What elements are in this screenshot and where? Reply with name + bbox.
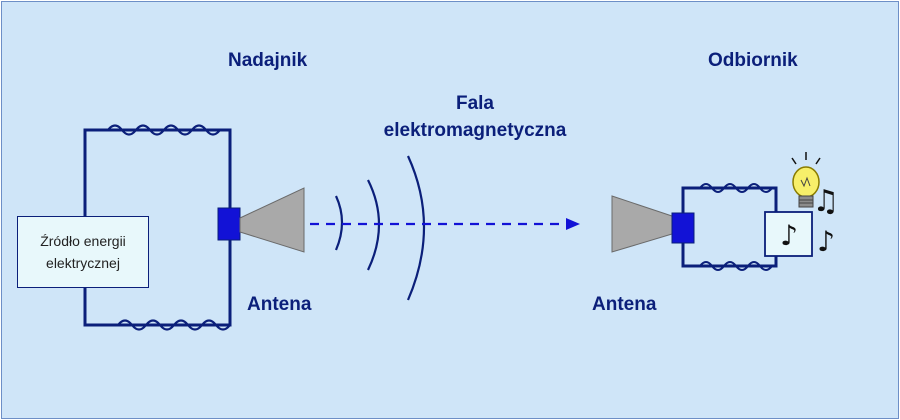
wave-label: Fala elektromagnetyczna — [330, 90, 620, 144]
light-bulb-icon — [791, 152, 821, 208]
rx-antenna-connector — [671, 212, 695, 244]
source-label-line1: Źródło energii — [40, 233, 126, 249]
rx-antenna-cone — [611, 195, 673, 253]
rx-antenna-label: Antena — [592, 294, 657, 315]
tx-antenna-cone — [239, 187, 305, 253]
wave-label-line1: Fala — [455, 93, 495, 114]
wave-label-line2: elektromagnetyczna — [383, 120, 567, 141]
wave-front-1 — [334, 195, 344, 251]
electric-energy-source: Źródło energii elektrycznej — [17, 216, 149, 288]
music-note-icon: ♪ — [817, 225, 835, 258]
wave-arrow-head — [566, 218, 580, 230]
loudspeaker-box — [764, 211, 813, 257]
rx-coil-bottom — [699, 261, 773, 271]
coil-bottom — [117, 319, 231, 331]
music-note-icon: ♫ — [813, 184, 840, 219]
receiver-label: Odbiornik — [708, 50, 798, 71]
wave-front-3 — [406, 155, 426, 301]
coil-top — [107, 124, 221, 136]
receiver-circuit — [681, 186, 778, 268]
receiver-coils — [699, 183, 773, 271]
wave-fronts — [334, 155, 426, 301]
source-label-line2: elektrycznej — [46, 255, 120, 271]
transmitter-label: Nadajnik — [228, 50, 308, 71]
tx-antenna-label: Antena — [247, 294, 312, 315]
tx-antenna-connector — [217, 207, 241, 241]
rx-coil-top — [699, 183, 773, 193]
transmitter-coils — [107, 124, 231, 331]
music-note-icon: ♪ — [780, 219, 798, 252]
transmitter-circuit — [83, 128, 232, 327]
